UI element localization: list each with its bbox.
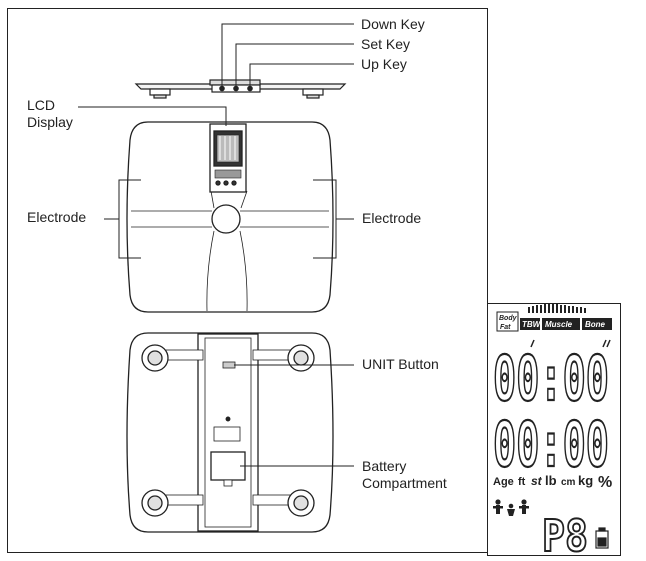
scale-side-view <box>134 79 347 99</box>
lcd-cm-label: cm <box>561 477 576 488</box>
lcd-leader-line <box>78 106 227 126</box>
battery-compartment-label: Battery Compartment <box>362 458 447 492</box>
lcd-digits: 00:00 00:00 <box>492 341 610 482</box>
battery-icon <box>595 527 609 549</box>
set-key-label: Set Key <box>361 36 411 52</box>
unit-button-label: UNIT Button <box>362 356 439 372</box>
lcd-user-code-text: P8 <box>542 511 588 561</box>
lcd-label-text: Body Fat TBW Muscle Bone <box>499 315 606 331</box>
lcd-primes <box>530 339 611 348</box>
down-key-label: Down Key <box>361 16 425 32</box>
lcd-digits-row1: 00:00 <box>493 342 609 415</box>
bottom-leader-lines <box>234 364 354 467</box>
key-leader-lines <box>221 23 354 87</box>
electrode-brackets <box>104 179 354 259</box>
scale-top-view <box>126 121 334 313</box>
lcd-top-arc <box>528 304 586 313</box>
lcd-percent-label: % <box>598 474 612 491</box>
electrode-left-label: Electrode <box>27 209 87 225</box>
electrode-right-label: Electrode <box>362 210 422 226</box>
battery-label-line2: Compartment <box>362 475 447 491</box>
scale-bottom-view <box>126 332 334 533</box>
lcd-fat-label: Fat <box>500 324 511 331</box>
person-icon-2 <box>519 499 529 514</box>
lcd-bone-label: Bone <box>585 320 606 329</box>
lcd-kg-label: kg <box>578 473 593 488</box>
lcd-muscle-label: Muscle <box>545 320 573 329</box>
lcd-display-label: LCD Display <box>27 97 73 131</box>
lcd-ft-label: ft <box>518 476 526 488</box>
lcd-st-label: st <box>531 474 543 488</box>
lcd-segments <box>496 304 612 332</box>
lcd-user-code: P8 <box>541 510 589 561</box>
lcd-digits-row2: 00:00 <box>493 408 609 481</box>
lcd-unit-labels: Age ft st lb cm kg % <box>493 473 612 491</box>
person-icon <box>493 499 503 514</box>
battery-label-line1: Battery <box>362 458 407 474</box>
up-key-label: Up Key <box>361 56 407 72</box>
lcd-lb-label: lb <box>545 473 557 488</box>
lcd-display-label-line1: LCD <box>27 97 56 113</box>
child-icon <box>507 503 515 516</box>
lcd-tbw-label: TBW <box>522 320 542 329</box>
lcd-display-label-line2: Display <box>27 114 73 130</box>
user-icons <box>493 499 529 516</box>
lcd-body-label: Body <box>499 315 518 322</box>
lcd-age-label: Age <box>493 476 514 488</box>
